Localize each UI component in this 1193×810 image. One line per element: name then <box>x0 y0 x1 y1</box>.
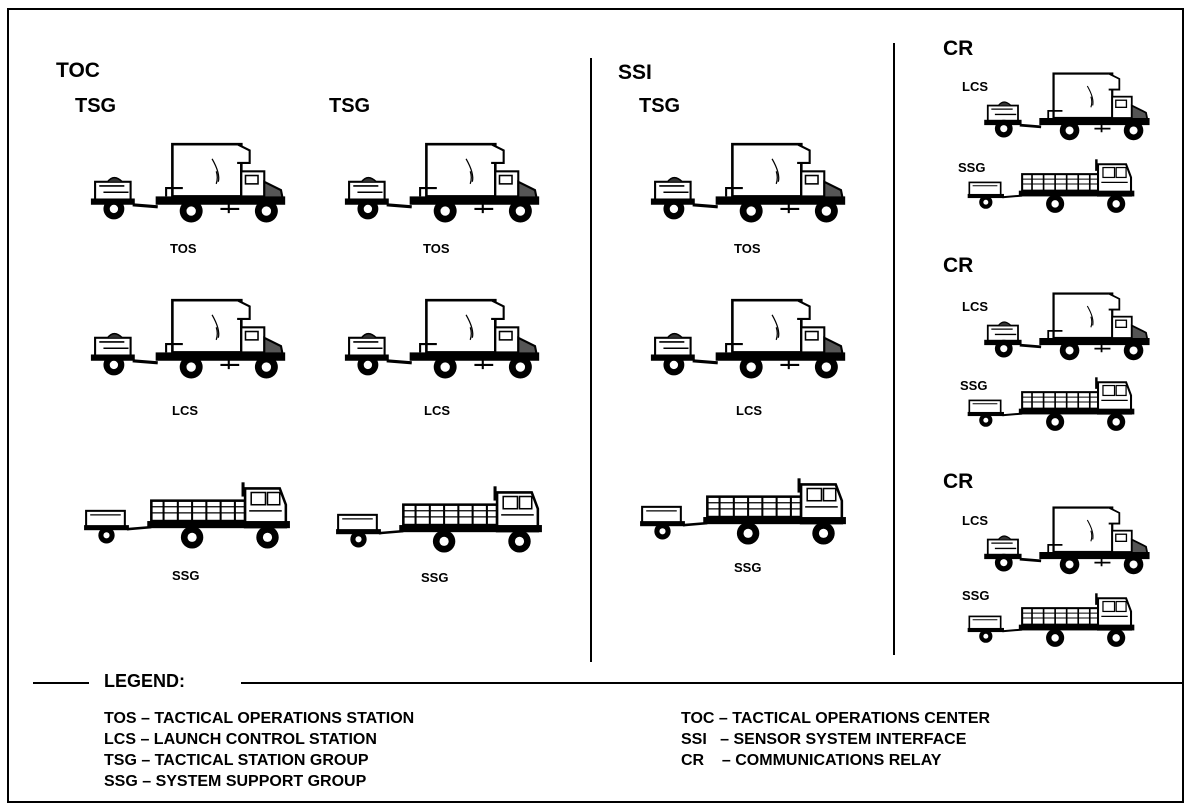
vehicle-label: LCS <box>736 404 762 417</box>
cr-label: CR <box>943 38 973 59</box>
legend-item: TSG – TACTICAL STATION GROUP <box>104 752 369 770</box>
legend-rule-left <box>33 682 89 684</box>
vehicle-label: SSG <box>421 571 448 584</box>
legend-rule-right <box>241 682 1184 684</box>
toc-tsg-2-label: TSG <box>329 96 370 116</box>
tos-vehicle-icon <box>642 140 852 234</box>
vehicle-label: TOS <box>423 242 450 255</box>
vehicle-label: TOS <box>170 242 197 255</box>
vehicle-label: SSG <box>172 569 199 582</box>
toc-label: TOC <box>56 60 100 81</box>
vehicle-label: LCS <box>172 404 198 417</box>
lcs-vehicle-icon <box>336 296 546 390</box>
ssg-vehicle-icon <box>946 590 1156 656</box>
lcs-vehicle-icon <box>82 296 292 390</box>
legend-item: TOS – TACTICAL OPERATIONS STATION <box>104 710 414 728</box>
ssi-tsg-label: TSG <box>639 96 680 116</box>
section-divider <box>590 58 592 662</box>
vehicle-label: SSG <box>734 561 761 574</box>
ssg-vehicle-icon <box>946 156 1156 222</box>
lcs-vehicle-icon <box>642 296 852 390</box>
toc-tsg-1-label: TSG <box>75 96 116 116</box>
vehicle-label: TOS <box>734 242 761 255</box>
lcs-vehicle-icon <box>976 290 1156 370</box>
ssg-vehicle-icon <box>636 474 850 556</box>
ssi-label: SSI <box>618 62 652 83</box>
cr-label: CR <box>943 471 973 492</box>
ssg-vehicle-icon <box>946 374 1156 440</box>
legend-item: CR – COMMUNICATIONS RELAY <box>681 752 941 770</box>
lcs-vehicle-icon <box>976 70 1156 150</box>
tos-vehicle-icon <box>82 140 292 234</box>
ssg-vehicle-icon <box>80 478 294 560</box>
lcs-vehicle-icon <box>976 504 1156 584</box>
legend-item: LCS – LAUNCH CONTROL STATION <box>104 731 377 749</box>
tos-vehicle-icon <box>336 140 546 234</box>
legend-item: SSG – SYSTEM SUPPORT GROUP <box>104 773 366 791</box>
legend-item: TOC – TACTICAL OPERATIONS CENTER <box>681 710 990 728</box>
legend-item: SSI – SENSOR SYSTEM INTERFACE <box>681 731 966 749</box>
section-divider <box>893 43 895 655</box>
legend-title: LEGEND: <box>104 672 185 690</box>
ssg-vehicle-icon <box>332 482 546 564</box>
vehicle-label: LCS <box>424 404 450 417</box>
cr-label: CR <box>943 255 973 276</box>
